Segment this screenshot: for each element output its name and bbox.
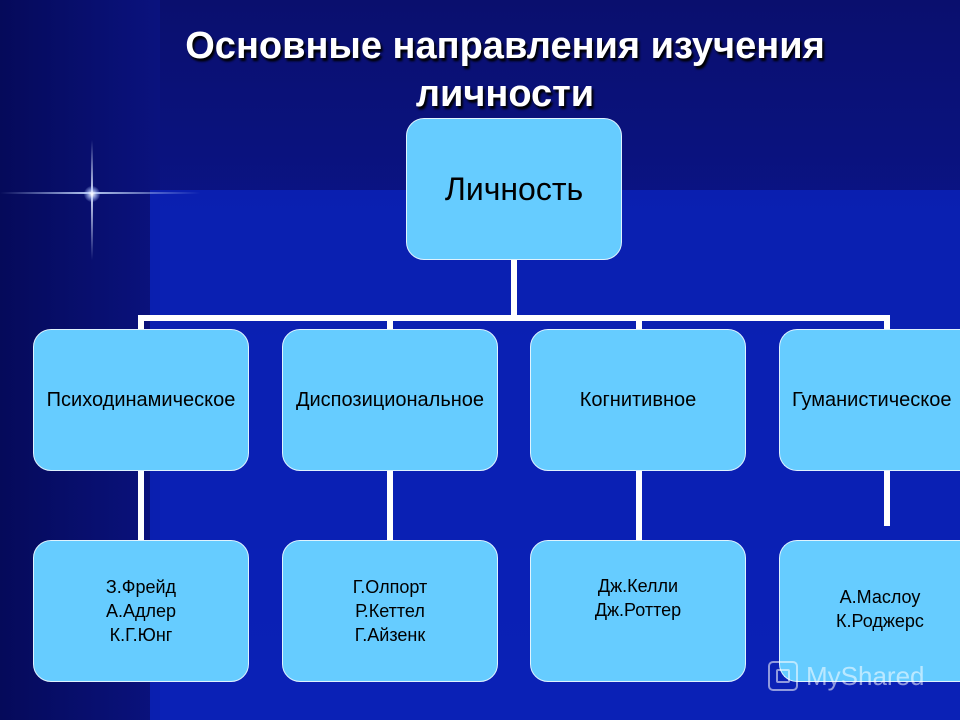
connector-root-stem <box>511 258 517 320</box>
slide-title-line-1: Основные направления изучения <box>185 25 825 67</box>
lens-flare-icon <box>84 186 100 202</box>
connector-drop-1 <box>138 315 144 331</box>
watermark-text: MyShared <box>806 660 925 691</box>
root-node-label: Личность <box>444 170 584 207</box>
direction-node-dispositional: Диспозициональное <box>282 329 498 471</box>
root-node: Личность <box>406 118 622 260</box>
myshared-logo-icon <box>768 661 798 691</box>
watermark: MyShared <box>768 656 925 696</box>
direction-node-label: Гуманистическое <box>792 388 952 411</box>
names-node-text: А.Маслоу К.Роджерс <box>836 587 924 631</box>
connector-drop-4 <box>884 315 890 331</box>
connector-child-1 <box>138 468 144 542</box>
connector-drop-3 <box>636 315 642 331</box>
direction-node-label: Диспозициональное <box>295 388 485 411</box>
names-node-humanistic: А.Маслоу К.Роджерс <box>779 540 960 682</box>
direction-node-label: Когнитивное <box>579 388 697 411</box>
connector-child-4 <box>884 468 890 526</box>
slide-title-line-2: личности <box>415 73 595 115</box>
connector-drop-2 <box>387 315 393 331</box>
connector-horizontal-bar <box>138 315 890 321</box>
direction-node-label: Психодинамическое <box>46 388 236 411</box>
connector-child-3 <box>636 468 642 542</box>
slide-title: Основные направления изучения личности <box>0 22 960 118</box>
names-node-cognitive: Дж.Келли Дж.Роттер <box>530 540 746 682</box>
lens-flare-horizontal <box>0 192 200 194</box>
names-node-dispositional: Г.Олпорт Р.Кеттел Г.Айзенк <box>282 540 498 682</box>
connector-child-2 <box>387 468 393 542</box>
direction-node-psychodynamic: Психодинамическое <box>33 329 249 471</box>
direction-node-humanistic: Гуманистическое <box>779 329 960 471</box>
direction-node-cognitive: Когнитивное <box>530 329 746 471</box>
names-node-text: З.Фрейд А.Адлер К.Г.Юнг <box>105 577 177 645</box>
names-node-text: Дж.Келли Дж.Роттер <box>594 576 682 620</box>
names-node-text: Г.Олпорт Р.Кеттел Г.Айзенк <box>352 577 428 645</box>
names-node-psychodynamic: З.Фрейд А.Адлер К.Г.Юнг <box>33 540 249 682</box>
